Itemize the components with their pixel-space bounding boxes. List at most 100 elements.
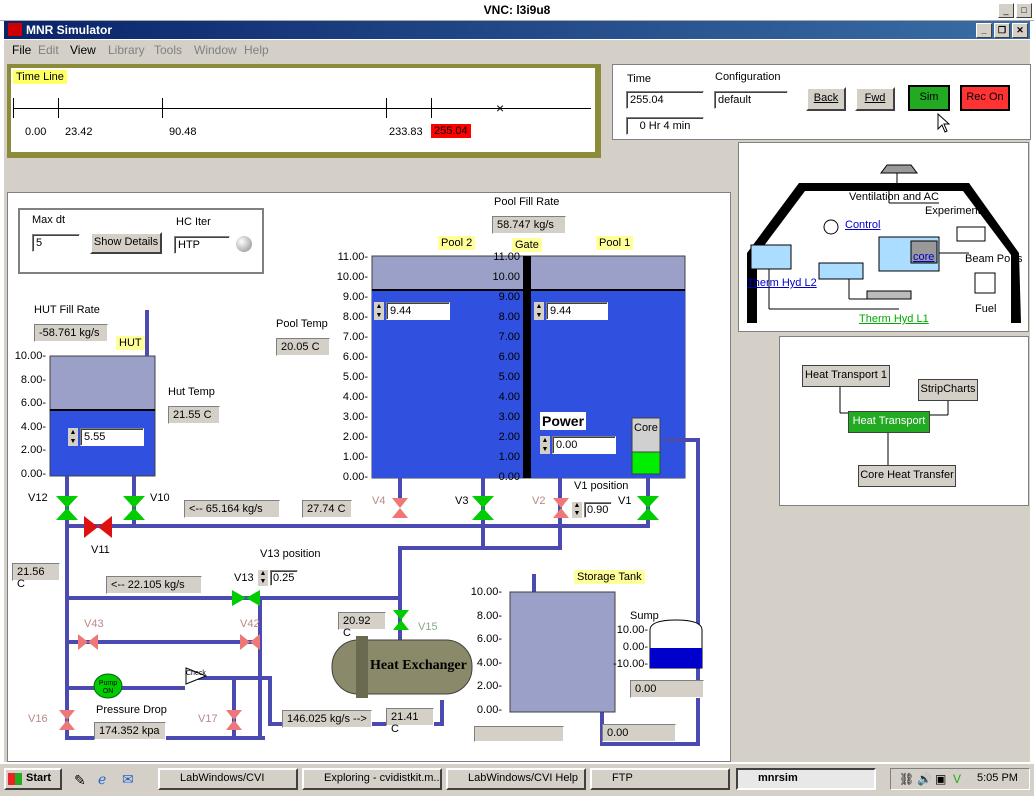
tray-vnc-icon[interactable]: V xyxy=(953,772,962,786)
menu-window[interactable]: Window xyxy=(194,43,237,57)
temp-v10-display: 27.74 C xyxy=(302,500,352,518)
v15-label: V15 xyxy=(418,621,438,633)
vnc-close-button[interactable]: □ xyxy=(1016,3,1032,18)
power-spinner[interactable]: ▲▼ xyxy=(540,436,550,454)
storage-tick: 6.00- xyxy=(476,633,502,645)
fwd-button[interactable]: Fwd xyxy=(855,87,895,111)
v17-label: V17 xyxy=(198,713,218,725)
mouse-cursor-icon xyxy=(937,113,951,133)
hut-fill-rate-display: -58.761 kg/s xyxy=(34,324,108,342)
pool-tick: 5.00- xyxy=(342,371,368,383)
pressure-drop-display: 174.352 kpa xyxy=(94,722,166,740)
v13-position-display[interactable]: 0.25 xyxy=(270,570,298,586)
pool-tick: 0.00- xyxy=(342,471,368,483)
back-button[interactable]: Back xyxy=(806,87,846,111)
core-link[interactable]: core xyxy=(913,251,935,263)
temp-left-display: 21.56 C xyxy=(12,563,60,590)
configuration-field[interactable]: default xyxy=(714,91,788,109)
close-button[interactable]: ✕ xyxy=(1012,23,1028,38)
params-box: Max dt 5 Show Details HC Iter HTP xyxy=(18,208,264,274)
v42-label: V42 xyxy=(240,618,260,630)
v1-label: V1 xyxy=(618,495,632,507)
vnc-minimize-button[interactable]: _ xyxy=(998,3,1014,18)
configuration-label: Configuration xyxy=(715,71,781,83)
v13-position-label: V13 position xyxy=(260,548,321,560)
clock[interactable]: 5:05 PM xyxy=(977,772,1018,784)
therm-hyd-l1-link[interactable]: Therm Hyd L1 xyxy=(859,313,929,325)
navigation-panel: Heat Transport 1 StripCharts Heat Transp… xyxy=(779,336,1029,506)
control-link[interactable]: Control xyxy=(845,219,881,231)
pool-tick: 7.00 xyxy=(498,331,520,343)
beam-ports-label: Beam Ports xyxy=(965,253,1023,265)
timeline-current-marker: 255.04 xyxy=(431,124,471,138)
task-labwindows-help[interactable]: LabWindows/CVI Help xyxy=(446,768,586,790)
pool-fill-rate-display: 58.747 kg/s xyxy=(492,216,566,234)
pool1-level-spinner[interactable]: ▲▼ xyxy=(534,302,544,320)
timeline-cursor-icon[interactable]: × xyxy=(496,100,505,116)
therm-hyd-l2-link[interactable]: Therm Hyd L2 xyxy=(747,277,817,289)
heat-transport-button[interactable]: Heat Transport xyxy=(848,411,930,433)
restore-button[interactable]: ❐ xyxy=(994,23,1010,38)
task-exploring[interactable]: Exploring - cvidistkit.m... xyxy=(302,768,442,790)
v10-label: V10 xyxy=(150,492,170,504)
task-ftp[interactable]: FTP xyxy=(590,768,730,790)
menu-edit[interactable]: Edit xyxy=(38,43,59,57)
menu-file[interactable]: File xyxy=(12,43,32,57)
minimize-button[interactable]: _ xyxy=(976,23,992,38)
heat-transport-1-button[interactable]: Heat Transport 1 xyxy=(802,365,890,387)
core-heat-transfer-button[interactable]: Core Heat Transfer xyxy=(858,465,956,487)
power-display[interactable]: 0.00 xyxy=(552,436,616,454)
ventilation-label: Ventilation and AC xyxy=(849,191,939,203)
pool-tick: 8.00 xyxy=(498,311,520,323)
storage-tick: 10.00- xyxy=(470,586,502,598)
pool-tick: 9.00 xyxy=(498,291,520,303)
windows-logo-icon xyxy=(8,773,22,785)
pool-tick: 4.00- xyxy=(342,391,368,403)
pool-fill-rate-label: Pool Fill Rate xyxy=(494,196,560,208)
pump-label[interactable]: Pump ON xyxy=(98,680,118,695)
pool2-level-spinner[interactable]: ▲▼ xyxy=(374,302,384,320)
ie-icon[interactable]: ℯ xyxy=(98,771,107,787)
tray-speaker-icon[interactable]: 🔊 xyxy=(917,772,932,786)
valves xyxy=(56,496,659,730)
hut-level-display[interactable]: 5.55 xyxy=(80,428,144,446)
menu-tools[interactable]: Tools xyxy=(154,43,183,57)
sim-button[interactable]: Sim xyxy=(908,85,950,111)
hut-tick: 4.00- xyxy=(20,421,46,433)
tray-network-icon[interactable]: ⛓ xyxy=(899,772,915,786)
pool1-level-display[interactable]: 9.44 xyxy=(546,302,608,320)
v13-position-spinner[interactable]: ▲▼ xyxy=(258,570,268,586)
hut-tick: 10.00- xyxy=(14,350,46,362)
task-labwindows[interactable]: LabWindows/CVI xyxy=(158,768,298,790)
stripcharts-button[interactable]: StripCharts xyxy=(918,379,978,401)
hut-temp-label: Hut Temp xyxy=(168,386,215,398)
task-mnrsim[interactable]: mnrsim xyxy=(736,768,876,790)
maxdt-input[interactable]: 5 xyxy=(32,234,80,252)
pool2-level-display[interactable]: 9.44 xyxy=(386,302,450,320)
time-label: Time xyxy=(627,73,652,85)
menu-library[interactable]: Library xyxy=(108,43,145,57)
v1-position-spinner[interactable]: ▲▼ xyxy=(572,502,582,518)
pool-tick: 1.00 xyxy=(498,451,520,463)
menu-view[interactable]: View xyxy=(70,43,96,57)
hut-level-spinner[interactable]: ▲▼ xyxy=(68,428,78,446)
outlook-icon[interactable]: ✉ xyxy=(122,771,134,787)
app-icon xyxy=(8,23,22,36)
tray-monitor-icon[interactable]: ▣ xyxy=(935,772,947,786)
pool-tick: 11.00- xyxy=(337,251,368,263)
quicklaunch-icon[interactable]: ✎ xyxy=(74,772,86,788)
controls-panel: Time 255.04 0 Hr 4 min Configuration def… xyxy=(612,64,1031,140)
timeline-panel: Time Line × 0.00 23.42 90.48 233.83 255.… xyxy=(11,68,595,152)
hut-tick: 8.00- xyxy=(20,374,46,386)
hciter-label: HC Iter xyxy=(176,216,211,228)
rec-on-button[interactable]: Rec On xyxy=(960,85,1010,111)
hut-label: HUT xyxy=(116,336,145,350)
pool-tick: 0.00 xyxy=(498,471,520,483)
system-tray: ⛓ 🔊 ▣ V 5:05 PM xyxy=(890,768,1030,790)
hciter-led-icon xyxy=(236,236,252,252)
menu-help[interactable]: Help xyxy=(244,43,269,57)
v1-position-display[interactable]: 0.90 xyxy=(584,502,612,518)
task-label: LabWindows/CVI xyxy=(180,772,265,784)
timeline-axis xyxy=(13,108,591,109)
show-details-button[interactable]: Show Details xyxy=(90,232,162,254)
